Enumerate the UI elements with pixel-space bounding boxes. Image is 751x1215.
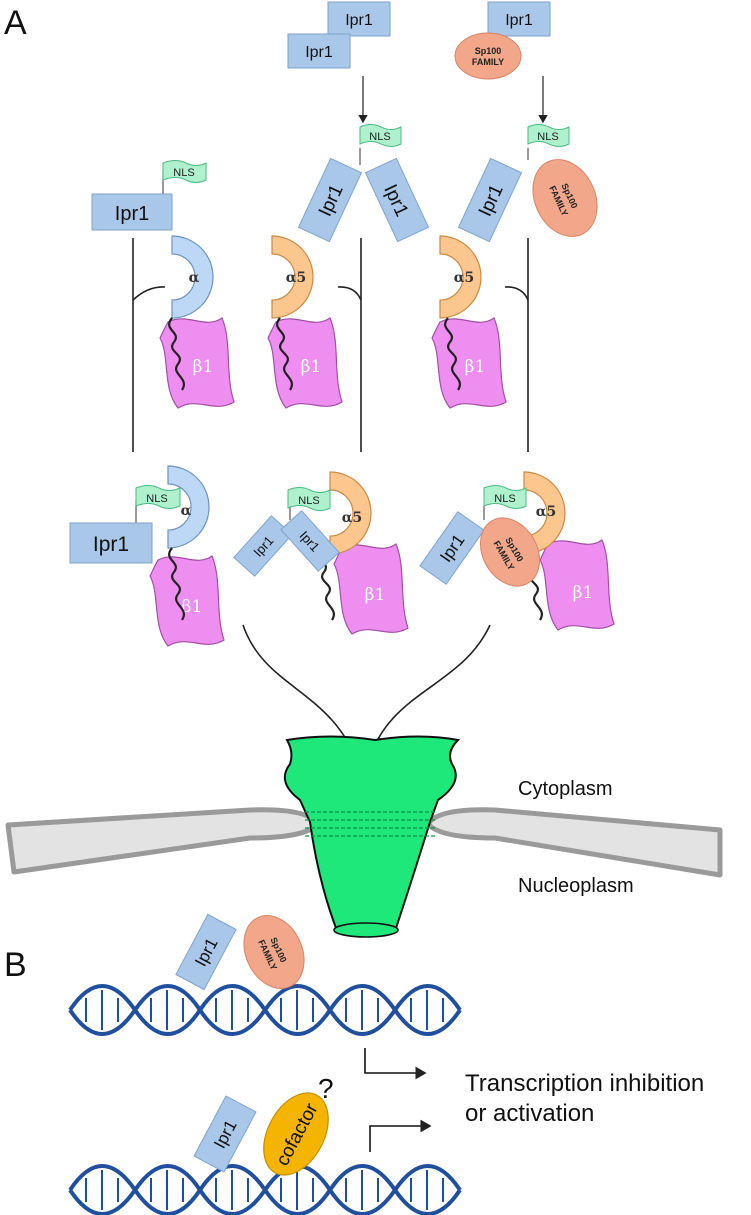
dna-helix-lower: [68, 1164, 462, 1215]
ipr1-homodimer-formation: Ipr1 Ipr1: [287, 1, 391, 124]
alpha5-label: α5: [342, 510, 363, 526]
nls-label: NLS: [146, 493, 167, 505]
ipr1-sp100-importin-alpha5-complex: β1 α5 NLS Ipr1 Sp100 FAMILY: [419, 471, 615, 631]
beta1-label: β1: [182, 597, 203, 617]
panel-label-a: A: [4, 4, 27, 42]
nls-label: NLS: [537, 131, 558, 143]
dna-helix-upper: [68, 984, 462, 1036]
ipr1-homodimer-cargo: NLS Ipr1 Ipr1: [297, 124, 430, 243]
outcome-line-2: or activation: [465, 1100, 594, 1127]
nls-label: NLS: [369, 131, 390, 143]
importin-alpha5-beta1-free: β1 α5: [431, 235, 507, 409]
ipr1-label: Ipr1: [505, 12, 533, 29]
nls-label: NLS: [173, 167, 194, 179]
alpha-label: α: [181, 503, 192, 519]
importin-alpha5-beta1-free: β1 α5: [267, 235, 343, 409]
transcription-arrow-upper: [364, 1048, 427, 1080]
ipr1-cofactor-on-dna: Ipr1 cofactor ?: [193, 1073, 334, 1176]
alpha5-label: α5: [454, 270, 475, 286]
ipr1-sp100-heterodimer-formation: Ipr1 Sp100 FAMILY: [454, 1, 551, 124]
question-mark: ?: [318, 1073, 334, 1104]
beta1-label: β1: [573, 583, 594, 603]
alpha-label: α: [189, 270, 200, 286]
beta1-label: β1: [193, 357, 214, 377]
ipr1-label: Ipr1: [115, 203, 149, 225]
alpha5-label: α5: [536, 504, 557, 520]
nls-label: NLS: [298, 495, 319, 507]
outcome-line-1: Transcription inhibition: [465, 1070, 704, 1097]
ipr1-sp100-heterodimer-cargo: NLS Ipr1 Sp100 FAMILY: [457, 124, 598, 243]
sp100-label: Sp100: [475, 46, 502, 56]
beta1-label: β1: [465, 357, 486, 377]
beta1-label: β1: [365, 585, 386, 605]
ipr1-label: Ipr1: [345, 12, 373, 29]
sp100-label: FAMILY: [472, 57, 504, 67]
ipr1-monomer-cargo: NLS Ipr1: [91, 160, 207, 231]
ipr1-importin-alpha-complex: β1 α NLS Ipr1: [69, 465, 225, 647]
alpha5-label: α5: [286, 270, 307, 286]
ipr1-sp100-on-dna: Ipr1 Sp100 FAMILY: [175, 913, 305, 991]
beta1-label: β1: [301, 357, 322, 377]
ipr1-label: Ipr1: [305, 44, 333, 61]
transcription-arrow-lower: [369, 1119, 432, 1152]
nls-label: NLS: [494, 493, 515, 505]
importin-alpha-beta1-free: β1 α: [159, 235, 235, 409]
ipr1-label: Ipr1: [93, 533, 129, 556]
panel-label-b: B: [4, 946, 27, 984]
ipr1-dimer-importin-alpha5-complex: β1 α5 NLS Ipr1 Ipr1: [233, 471, 409, 635]
binding-brackets: [132, 238, 529, 452]
nucleoplasm-label: Nucleoplasm: [518, 875, 634, 897]
cytoplasm-label: Cytoplasm: [518, 778, 612, 800]
nuclear-pore-complex: [283, 735, 461, 938]
